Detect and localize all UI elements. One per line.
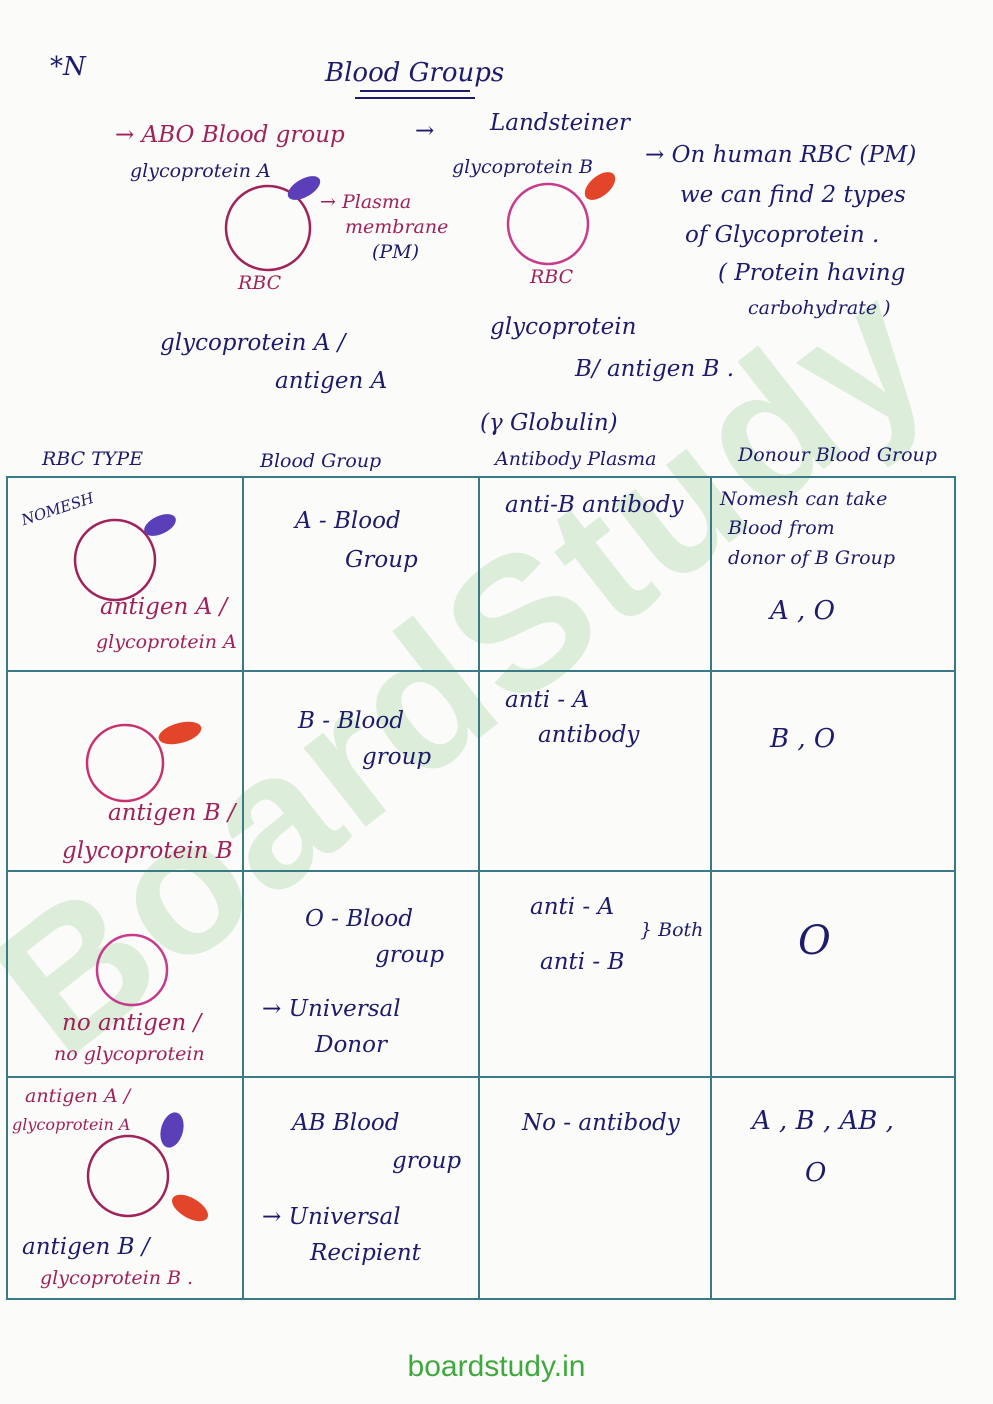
note-2: we can find 2 types <box>680 182 906 208</box>
row4-rbc-text-top-2: glycoprotein A <box>12 1115 131 1134</box>
row3-antibody-note: } Both <box>640 919 704 941</box>
row4-rbc-text-1: antigen B / <box>22 1234 150 1260</box>
arrow-to: → <box>415 118 435 144</box>
header-antibody: Antibody Plasma <box>495 448 657 470</box>
rbc-right-label: RBC <box>530 266 574 288</box>
caption-right-2: B/ antigen B . <box>575 356 735 382</box>
note-1: → On human RBC (PM) <box>645 142 917 168</box>
row2-antibody-1: anti - A <box>505 687 590 713</box>
row-divider <box>6 1076 954 1078</box>
abo-label: → ABO Blood group <box>115 122 345 148</box>
row4-group-1: AB Blood <box>292 1110 400 1136</box>
row3-antibody-1: anti - A <box>530 894 615 920</box>
row4-group-3: → Universal <box>262 1204 401 1230</box>
header-rbc-type: RBC TYPE <box>42 448 144 470</box>
row1-rbc-text-1: antigen A / <box>100 594 228 620</box>
footer-site: boardstudy.in <box>407 1350 586 1383</box>
row2-rbc-diagram <box>85 721 202 803</box>
header-donor: Donour Blood Group <box>738 444 937 466</box>
title-underline <box>355 90 475 99</box>
row3-rbc-text-1: no antigen / <box>62 1010 202 1036</box>
row3-group-3: → Universal <box>262 996 401 1022</box>
row3-group-1: O - Blood <box>305 906 413 932</box>
col-divider <box>478 476 480 1298</box>
landsteiner: Landsteiner <box>490 110 630 136</box>
col-divider <box>710 476 712 1298</box>
plasma-membrane-3: (PM) <box>372 241 420 263</box>
row1-rbc-text-2: glycoprotein A <box>96 631 237 653</box>
row1-rbc-diagram <box>73 514 176 602</box>
glyco-a-label: glycoprotein A <box>130 160 271 182</box>
row1-group-1: A - Blood <box>295 508 401 534</box>
header-blood-group: Blood Group <box>260 450 382 472</box>
row2-antibody-2: antibody <box>538 722 640 748</box>
row4-rbc-text-2: glycoprotein B . <box>40 1267 194 1289</box>
corner-mark: *N <box>50 52 86 82</box>
row3-group-4: Donor <box>315 1032 387 1058</box>
page-title: Blood Groups <box>325 58 505 88</box>
note-4: ( Protein having <box>718 260 906 286</box>
caption-left-2: antigen A <box>275 368 388 394</box>
row3-rbc-diagram <box>95 933 169 1007</box>
row3-group-2: group <box>375 942 445 968</box>
row3-rbc-text-2: no glycoprotein <box>54 1043 205 1065</box>
row2-donor: B , O <box>770 724 836 754</box>
row2-rbc-text-1: antigen B / <box>108 800 236 826</box>
rbc-left-label: RBC <box>238 272 282 294</box>
plasma-membrane-2: membrane <box>345 216 449 238</box>
note-3: of Glycoprotein . <box>685 222 880 248</box>
row4-rbc-diagram <box>86 1112 209 1222</box>
row1-donor-2: Blood from <box>728 517 835 539</box>
row-divider <box>6 670 954 672</box>
row1-group-2: Group <box>345 547 418 573</box>
row1-donor-3: donor of B Group <box>728 547 896 569</box>
row4-group-2: group <box>392 1148 462 1174</box>
row3-donor: O <box>798 918 831 964</box>
glyco-b-label: glycoprotein B <box>452 156 593 178</box>
row1-donor-4: A , O <box>770 596 835 626</box>
rbc-a-diagram <box>224 176 321 272</box>
gamma-globulin: (γ Globulin) <box>480 410 618 436</box>
row2-group-1: B - Blood <box>298 708 404 734</box>
rbc-b-diagram <box>506 172 616 266</box>
caption-left-1: glycoprotein A / <box>160 330 346 356</box>
row1-antibody: anti-B antibody <box>505 492 684 518</box>
row4-donor-1: A , B , AB , <box>752 1106 894 1136</box>
note-5: carbohydrate ) <box>748 297 891 319</box>
row3-antibody-2: anti - B <box>540 949 625 975</box>
row2-rbc-text-2: glycoprotein B <box>62 838 233 864</box>
row2-group-2: group <box>362 744 432 770</box>
row4-donor-2: O <box>805 1158 827 1188</box>
blood-group-table <box>6 476 956 1300</box>
caption-right-1: glycoprotein <box>490 314 637 340</box>
row4-antibody: No - antibody <box>522 1110 680 1136</box>
row4-group-4: Recipient <box>310 1240 421 1266</box>
row1-donor-1: Nomesh can take <box>720 488 888 510</box>
row-divider <box>6 870 954 872</box>
row4-rbc-text-top-1: antigen A / <box>25 1085 131 1107</box>
col-divider <box>242 476 244 1298</box>
plasma-membrane-1: → Plasma <box>320 191 412 213</box>
